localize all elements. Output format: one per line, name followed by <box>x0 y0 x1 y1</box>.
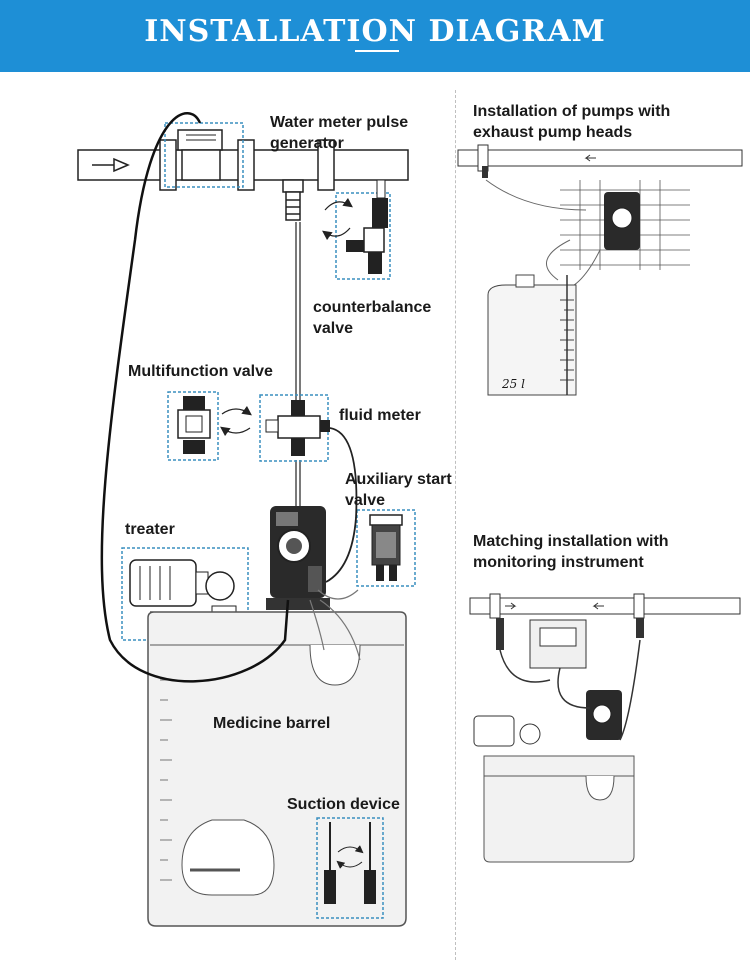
label-multifunction-valve: Multifunction valve <box>128 363 273 380</box>
pulse-signal-cable <box>100 112 290 683</box>
header-banner: INSTALLATION DIAGRAM <box>0 0 750 72</box>
suction-device <box>316 817 384 919</box>
label-suction-device: Suction device <box>287 796 400 813</box>
label-medicine-barrel: Medicine barrel <box>213 715 331 732</box>
auxiliary-start-valve <box>356 509 416 587</box>
medicine-barrel <box>147 611 407 927</box>
fluid-meter <box>259 394 330 462</box>
label-fluid-meter: fluid meter <box>339 407 421 424</box>
discharge-line <box>295 222 301 508</box>
tubing-lines <box>309 427 361 661</box>
water-meter <box>164 122 244 188</box>
column-divider <box>455 90 456 960</box>
title-exhaust-installation: Installation of pumps with exhaust pump … <box>473 103 671 141</box>
counterbalance-valve <box>335 179 391 280</box>
multifunction-valve <box>167 391 219 461</box>
tank-volume-label: 25 l <box>502 377 525 391</box>
exhaust-setup-drawing <box>457 144 743 396</box>
swap-arrows-counterbalance <box>322 197 353 241</box>
swap-arrows-multifunction <box>220 405 252 437</box>
label-treater: treater <box>125 521 175 538</box>
label-counterbalance-valve: counterbalance valve <box>313 299 432 337</box>
monitoring-setup-drawing <box>469 593 741 863</box>
title-underline <box>355 50 399 52</box>
flow-direction-arrow <box>92 157 130 173</box>
title-monitoring-installation: Matching installation with monitoring in… <box>473 533 669 571</box>
page-title: INSTALLATION DIAGRAM <box>144 14 606 49</box>
injection-tee <box>282 179 304 221</box>
label-water-meter: Water meter pulse generator <box>270 114 409 152</box>
label-auxiliary-start-valve: Auxiliary start valve <box>345 471 452 509</box>
metering-pump <box>266 506 330 610</box>
